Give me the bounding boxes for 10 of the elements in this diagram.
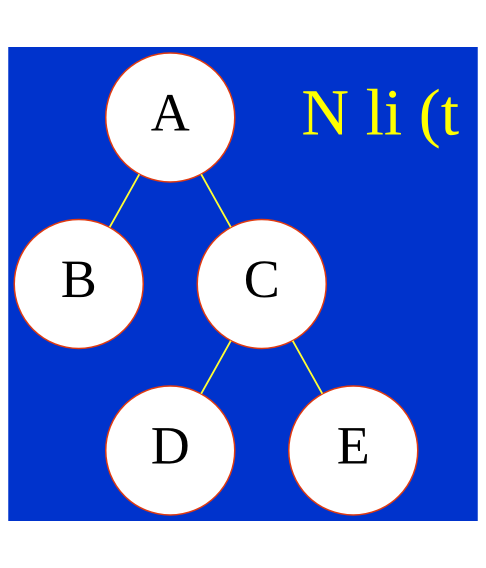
node-circle: E — [288, 385, 418, 516]
connector — [292, 340, 324, 394]
node-circle: D — [105, 385, 236, 516]
connector — [200, 340, 232, 394]
connector — [108, 174, 140, 228]
connector — [200, 174, 232, 228]
node-circle: C — [196, 218, 327, 350]
node-circle: A — [105, 52, 236, 183]
node-circle: B — [14, 218, 144, 350]
label: N li (t — [301, 76, 460, 150]
